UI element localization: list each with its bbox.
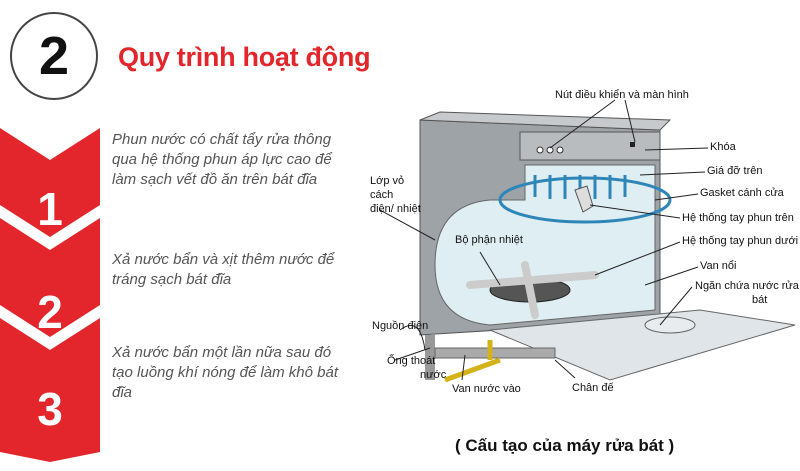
dishwasher-diagram [379,99,796,383]
label-lower-spray: Hệ thống tay phun dưới [682,235,799,247]
label-lock: Khóa [710,141,736,153]
chevron-3 [0,318,100,450]
label-drain: Ống thoát [387,355,436,367]
diagram-caption: ( Cấu tạo của máy rửa bát ) [455,436,675,455]
label-upper-spray: Hệ thống tay phun trên [682,212,794,224]
label-base: Chân đế [572,382,614,394]
label-controls: Nút điều khiển và màn hình [555,89,689,101]
label-insulation: Lớp vỏ [370,175,405,187]
chevron-2 [0,218,100,337]
step-3-text: Xả nước bẩn một lần nữa sau đó tạo luồng… [112,344,338,401]
chevron-1 [0,128,100,237]
label-insulation-3: điện/ nhiệt [370,203,421,215]
label-door-gasket: Gasket cánh cửa [700,187,784,199]
label-heater: Bộ phận nhiệt [455,234,523,246]
label-insulation-2: cách [370,189,394,201]
step-number-badge: 2 [10,12,98,100]
step-number: 2 [38,26,70,86]
page-title: Quy trình hoạt động [118,42,371,72]
step-2-number: 2 [37,286,63,338]
label-float-valve: Van nổi [700,260,737,272]
step-1-text: Phun nước có chất tẩy rửa thông qua hệ t… [112,131,332,188]
step-1-number: 1 [37,183,63,235]
step-3-number: 3 [37,383,63,435]
label-drain-2: nước [420,369,447,381]
label-upper-rack: Giá đỡ trên [707,165,763,177]
label-detergent-2: bát [752,294,768,306]
label-inlet-valve: Van nước vào [452,383,521,395]
step-2-text: Xả nước bẩn và xịt thêm nước để tráng sạ… [112,251,335,288]
steps-chevron-column [0,128,100,462]
label-power: Nguồn điện [372,320,429,332]
label-detergent: Ngăn chứa nước rửa [695,280,799,292]
